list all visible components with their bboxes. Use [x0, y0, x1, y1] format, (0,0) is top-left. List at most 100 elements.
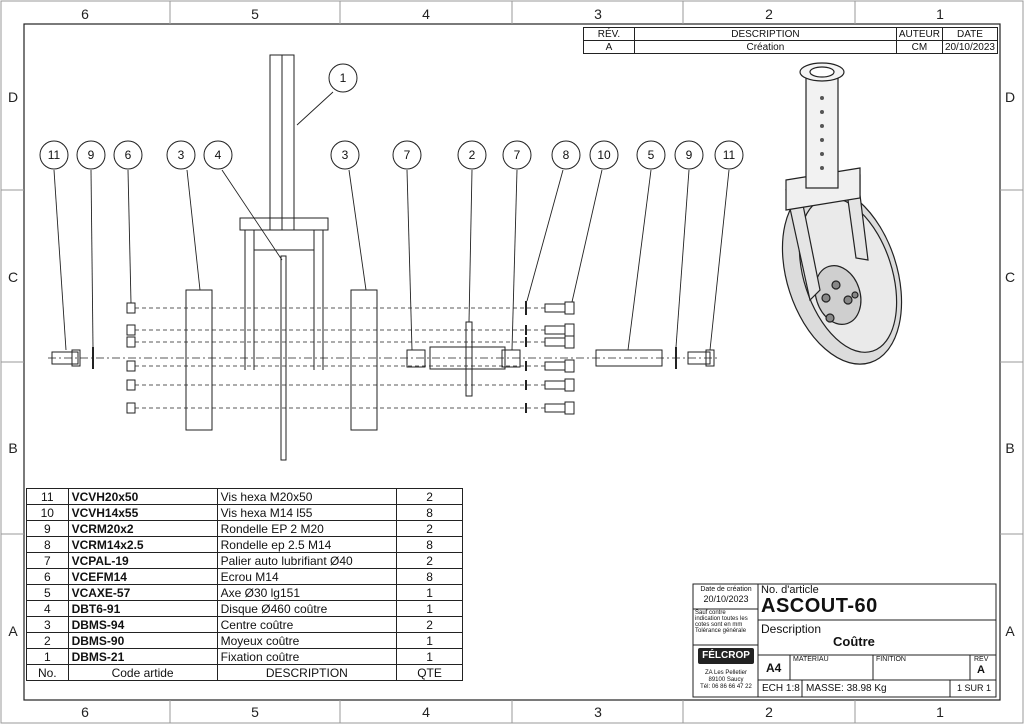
rev-header-date: DATE: [941, 27, 999, 41]
scale: ECH 1:8: [762, 683, 800, 694]
isometric-view: [781, 62, 903, 365]
bom-code: VCRM20x2: [67, 520, 218, 537]
zone-col-label: 5: [251, 704, 259, 720]
company-logo: FÉLCROP: [698, 648, 754, 664]
balloon-label: 4: [215, 148, 222, 162]
rev-header-author: AUTEUR: [895, 27, 943, 41]
bom-no: 7: [26, 552, 69, 569]
zone-col-label: 5: [251, 6, 259, 22]
bom-code: DBT6-91: [67, 600, 218, 617]
zone-col-label: 2: [765, 704, 773, 720]
zone-col-label: 3: [594, 6, 602, 22]
bom-qte: 2: [396, 616, 463, 633]
bom-code: VCVH14x55: [67, 504, 218, 521]
balloon-label: 6: [125, 148, 132, 162]
bom-qte: 1: [396, 600, 463, 617]
balloon-label: 9: [88, 148, 95, 162]
bom-header-description: DESCRIPTION: [216, 664, 398, 681]
exploded-view: [48, 54, 720, 461]
rev-value: A: [977, 664, 985, 676]
bom-qte: 8: [396, 504, 463, 521]
rev-header-rev: RÉV.: [583, 27, 635, 41]
bom-no: 3: [26, 616, 69, 633]
zone-row-label: D: [8, 89, 18, 105]
address-line: 89100 Saucy: [708, 677, 744, 683]
part-description: Coûtre: [833, 634, 875, 649]
bom-code: VCEFM14: [67, 568, 218, 585]
article-number: ASCOUT-60: [761, 595, 878, 617]
bom-qte: 2: [396, 488, 463, 505]
balloon-label: 1: [340, 71, 347, 85]
bom-qte: 2: [396, 520, 463, 537]
bom-description: Axe Ø30 lg151: [216, 584, 398, 601]
bom-code: VCPAL-19: [67, 552, 218, 569]
note-line: Tolérance générale: [695, 628, 747, 634]
balloon-label: 11: [723, 148, 736, 162]
rev-value-author: CM: [895, 40, 943, 54]
bom-description: Palier auto lubrifiant Ø40: [216, 552, 398, 569]
bom-code: VCVH20x50: [67, 488, 218, 505]
zone-col-label: 6: [81, 6, 89, 22]
bom-code: VCRM14x2.5: [67, 536, 218, 553]
revision-table: RÉV. DESCRIPTION AUTEUR DATE A Création …: [583, 27, 999, 54]
bom-description: Centre coûtre: [216, 616, 398, 633]
bom-no: 4: [26, 600, 69, 617]
bom-qte: 2: [396, 552, 463, 569]
rev-label: REV: [974, 656, 989, 663]
rev-value-rev: A: [583, 40, 635, 54]
bom-no: 10: [26, 504, 69, 521]
company-address: ZA Les Pelletier 89100 Saucy Tél: 06 86 …: [695, 670, 757, 691]
sheet-number: 1 SUR 1: [957, 683, 992, 693]
zone-row-label: C: [8, 269, 18, 285]
bom-qte: 1: [396, 648, 463, 665]
bom-no: 8: [26, 536, 69, 553]
bom-description: Ecrou M14: [216, 568, 398, 585]
bom-no: 6: [26, 568, 69, 585]
balloon-label: 9: [686, 148, 693, 162]
zone-row-label: C: [1005, 269, 1015, 285]
note-line: Sauf contre: [695, 610, 726, 616]
zone-row-label: D: [1005, 89, 1015, 105]
bom-qte: 1: [396, 632, 463, 649]
bom-header-qte: QTE: [396, 664, 463, 681]
bom-description: Moyeux coûtre: [216, 632, 398, 649]
creation-date-value: 20/10/2023: [703, 594, 749, 604]
bom-description: Vis hexa M20x50: [216, 488, 398, 505]
article-label: No. d'article: [761, 584, 819, 596]
bom-description: Rondelle EP 2 M20: [216, 520, 398, 537]
rev-value-description: Création: [634, 40, 897, 54]
bom-description: Vis hexa M14 l55: [216, 504, 398, 521]
zone-col-label: 1: [936, 704, 944, 720]
address-line: ZA Les Pelletier: [704, 670, 748, 676]
bom-no: 5: [26, 584, 69, 601]
bom-no: 2: [26, 632, 69, 649]
bom-code: VCAXE-57: [67, 584, 218, 601]
bom-header-no: No.: [26, 664, 69, 681]
tolerance-notes: Sauf contre indication toutes les cotes …: [695, 610, 757, 634]
note-line: indication toutes les: [695, 616, 748, 622]
zone-row-label: B: [8, 440, 17, 456]
bom-code: DBMS-90: [67, 632, 218, 649]
balloon-label: 11: [48, 148, 61, 162]
zone-col-label: 3: [594, 704, 602, 720]
bom-no: 1: [26, 648, 69, 665]
balloon-label: 8: [563, 148, 570, 162]
balloon-label: 3: [342, 148, 349, 162]
balloon-label: 7: [404, 148, 411, 162]
zone-row-label: A: [1005, 623, 1015, 639]
address-line: Tél: 06 86 66 47 22: [700, 684, 752, 690]
zone-col-label: 1: [936, 6, 944, 22]
bom-description: Disque Ø460 coûtre: [216, 600, 398, 617]
rev-value-date: 20/10/2023: [941, 40, 999, 54]
zone-col-label: 4: [422, 6, 430, 22]
